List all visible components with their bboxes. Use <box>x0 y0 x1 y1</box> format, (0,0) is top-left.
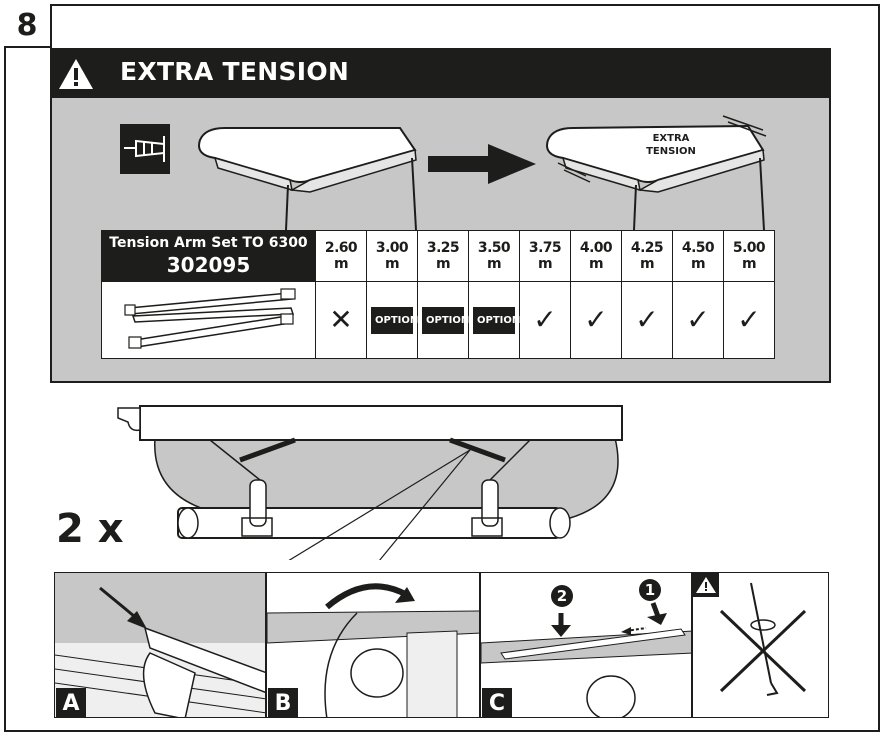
quantity-label: 2 x <box>56 506 124 552</box>
awning-underside-illustration <box>117 405 623 560</box>
step-a-photo <box>54 572 266 718</box>
option-badge: OPTION <box>371 306 418 334</box>
size-header: 3.50 m <box>468 230 520 282</box>
size-header: 4.00 m <box>570 230 622 282</box>
warning-triangle-icon <box>59 59 93 89</box>
awning-illustration-normal <box>198 127 417 230</box>
size-header: 4.25 m <box>621 230 673 282</box>
compatibility-table: Tension Arm Set TO 6300 302095 2.60 m 3.… <box>101 230 775 359</box>
check-icon: ✓ <box>686 303 710 336</box>
status-cell: ✓ <box>723 281 775 359</box>
size-header: 3.25 m <box>417 230 469 282</box>
status-cell: ✓ <box>621 281 673 359</box>
windsock-icon <box>120 124 170 174</box>
step-c-photo: 2 1 <box>480 572 692 718</box>
option-badge: OPTION <box>422 306 469 334</box>
size-header: 2.60 m <box>315 230 367 282</box>
tension-arm-image <box>101 281 316 359</box>
size-header: 3.75 m <box>519 230 571 282</box>
sub-step-2-marker: 2 <box>551 585 573 607</box>
status-cell: ✕ <box>315 281 367 359</box>
part-name: Tension Arm Set TO 6300 <box>109 235 308 251</box>
section-title: EXTRA TENSION <box>120 57 350 86</box>
check-icon: ✓ <box>635 303 659 336</box>
awning-illustration-tensioned <box>546 115 767 230</box>
check-icon: ✓ <box>584 303 608 336</box>
status-cell: ✓ <box>672 281 724 359</box>
status-cell: ✓ <box>519 281 571 359</box>
status-cell: OPTION <box>417 281 469 359</box>
cross-icon: ✕ <box>329 303 353 336</box>
check-icon: ✓ <box>533 303 557 336</box>
step-b-photo <box>266 572 480 718</box>
title-bar <box>50 48 831 98</box>
extra-tension-label: EXTRA TENSION <box>626 132 716 158</box>
check-icon: ✓ <box>737 303 761 336</box>
arrow-right-icon <box>428 144 536 184</box>
step-label-b: B <box>268 688 298 718</box>
extra-tension-label-line2: TENSION <box>646 146 696 157</box>
option-badge: OPTION <box>473 306 520 334</box>
status-cell: OPTION <box>468 281 520 359</box>
size-header: 4.50 m <box>672 230 724 282</box>
size-header: 5.00 m <box>723 230 775 282</box>
step-label-c: C <box>482 688 512 718</box>
status-cell: ✓ <box>570 281 622 359</box>
step-number: 8 <box>4 4 52 48</box>
warning-do-not-crank <box>692 572 829 718</box>
extra-tension-label-line1: EXTRA <box>652 133 690 144</box>
step-label-a: A <box>56 688 86 718</box>
page-frame <box>4 4 880 732</box>
size-header: 3.00 m <box>366 230 418 282</box>
sub-step-1-marker: 1 <box>639 579 661 601</box>
status-cell: OPTION <box>366 281 418 359</box>
part-number: 302095 <box>166 253 251 277</box>
part-header: Tension Arm Set TO 6300 302095 <box>101 230 316 282</box>
